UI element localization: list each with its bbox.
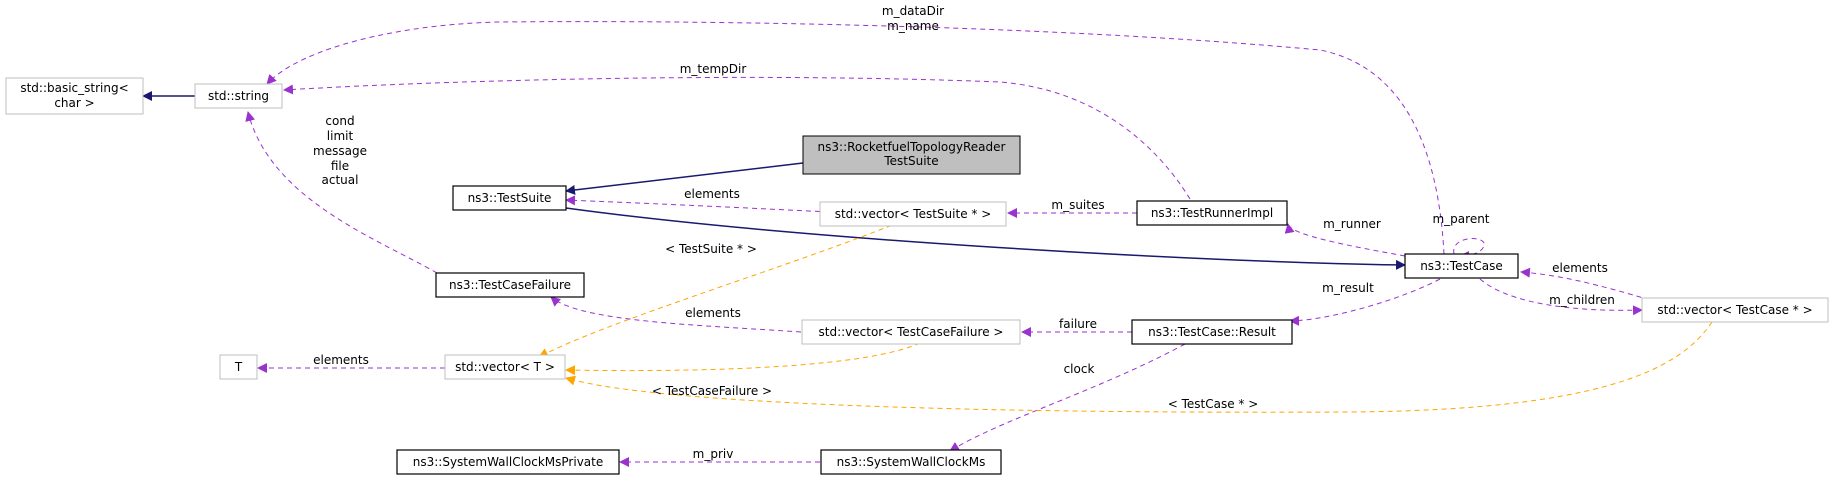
node-t[interactable]: T xyxy=(219,354,258,380)
node-basic-string[interactable]: std::basic_string< char > xyxy=(5,77,144,115)
edge-label-tpl-case: < TestCase * > xyxy=(1168,397,1259,411)
svg-text:std::basic_string<: std::basic_string< xyxy=(20,81,128,95)
svg-text:TestSuite: TestSuite xyxy=(883,154,938,168)
svg-text:ns3::TestSuite: ns3::TestSuite xyxy=(468,191,552,205)
edge-vec-suite-to-test-suite xyxy=(565,195,830,213)
edge-test-case-to-runner xyxy=(1284,223,1406,257)
node-vector-testcasefailure[interactable]: std::vector< TestCaseFailure > xyxy=(801,319,1021,345)
node-std-string[interactable]: std::string xyxy=(194,83,283,109)
edge-runner-to-string-tempdir xyxy=(283,76,1191,200)
svg-text:ns3::SystemWallClockMsPrivate: ns3::SystemWallClockMsPrivate xyxy=(413,455,604,469)
node-vector-testcase[interactable]: std::vector< TestCase * > xyxy=(1641,297,1829,323)
edge-label-tempdir: m_tempDir xyxy=(680,62,747,76)
edge-vec-failure-to-failure xyxy=(550,296,802,333)
node-test-case[interactable]: ns3::TestCase xyxy=(1404,253,1519,279)
edge-label-case-elements: elements xyxy=(1552,261,1608,275)
svg-text:ns3::TestCase::Result: ns3::TestCase::Result xyxy=(1148,325,1276,339)
node-vector-testsuite[interactable]: std::vector< TestSuite * > xyxy=(819,201,1007,227)
edges xyxy=(142,21,1713,467)
edge-label-clock: clock xyxy=(1064,362,1095,376)
edge-test-case-self-parent xyxy=(1453,238,1485,261)
edge-label-limit: limit xyxy=(327,129,354,143)
nodes: std::basic_string< char > std::string ns… xyxy=(5,77,1829,475)
svg-text:ns3::SystemWallClockMs: ns3::SystemWallClockMs xyxy=(837,455,986,469)
svg-text:std::vector< TestSuite * >: std::vector< TestSuite * > xyxy=(835,207,992,221)
svg-text:std::string: std::string xyxy=(208,89,269,103)
edge-test-case-to-vec-case xyxy=(1479,278,1643,316)
edge-vec-failure-template xyxy=(565,342,921,376)
edge-label-children: m_children xyxy=(1549,293,1615,307)
svg-text:std::vector< T >: std::vector< T > xyxy=(455,360,555,374)
node-rocketfuel-test-suite[interactable]: ns3::RocketfuelTopologyReader TestSuite xyxy=(802,135,1021,175)
node-system-wall-clock-ms-private[interactable]: ns3::SystemWallClockMsPrivate xyxy=(396,449,620,475)
node-test-case-failure[interactable]: ns3::TestCaseFailure xyxy=(435,272,585,298)
svg-text:ns3::TestRunnerImpl: ns3::TestRunnerImpl xyxy=(1151,206,1273,220)
edge-label-datadir: m_dataDir xyxy=(882,4,944,18)
svg-text:T: T xyxy=(234,360,243,374)
edge-label-parent: m_parent xyxy=(1432,212,1489,226)
edge-label-priv: m_priv xyxy=(693,447,734,461)
edge-test-case-to-string-datadir xyxy=(266,21,1445,255)
edge-label-message: message xyxy=(313,144,367,158)
edge-label-cond: cond xyxy=(325,114,354,128)
edge-test-suite-to-test-case xyxy=(565,207,1406,270)
edge-label-tpl-failure: < TestCaseFailure > xyxy=(652,384,772,398)
node-vector-t[interactable]: std::vector< T > xyxy=(444,354,566,380)
edge-result-to-swc-clock xyxy=(949,343,1186,452)
edge-failure-to-string xyxy=(245,111,438,274)
edge-label-failure-elements: elements xyxy=(685,306,741,320)
node-test-suite[interactable]: ns3::TestSuite xyxy=(452,185,567,211)
node-test-runner-impl[interactable]: ns3::TestRunnerImpl xyxy=(1136,200,1288,226)
edge-labels: m_dataDir m_name m_tempDir cond limit me… xyxy=(313,4,1615,461)
edge-label-suites: m_suites xyxy=(1051,198,1104,212)
edge-rocketfuel-to-test-suite xyxy=(565,162,804,195)
svg-text:ns3::TestCaseFailure: ns3::TestCaseFailure xyxy=(449,278,571,292)
svg-text:std::vector< TestCase * >: std::vector< TestCase * > xyxy=(1657,303,1812,317)
svg-text:ns3::RocketfuelTopologyReader: ns3::RocketfuelTopologyReader xyxy=(818,140,1006,154)
node-system-wall-clock-ms[interactable]: ns3::SystemWallClockMs xyxy=(820,449,1002,475)
node-test-case-result[interactable]: ns3::TestCase::Result xyxy=(1131,319,1293,345)
edge-label-runner: m_runner xyxy=(1323,217,1381,231)
edge-label-name: m_name xyxy=(887,19,939,33)
edge-label-failure: failure xyxy=(1059,317,1097,331)
edge-vec-case-template xyxy=(565,321,1713,413)
edge-label-result: m_result xyxy=(1322,281,1374,295)
edge-label-actual: actual xyxy=(322,173,359,187)
edge-label-file: file xyxy=(331,159,349,173)
edge-vec-suite-template xyxy=(538,221,901,358)
edge-label-suite-elements: elements xyxy=(684,187,740,201)
edge-label-tpl-suite: < TestSuite * > xyxy=(665,242,757,256)
edge-label-t-elements: elements xyxy=(313,353,369,367)
svg-text:char >: char > xyxy=(54,96,94,110)
svg-text:std::vector< TestCaseFailure >: std::vector< TestCaseFailure > xyxy=(819,325,1004,339)
edge-vec-case-to-test-case xyxy=(1520,267,1651,301)
svg-text:ns3::TestCase: ns3::TestCase xyxy=(1420,259,1503,273)
